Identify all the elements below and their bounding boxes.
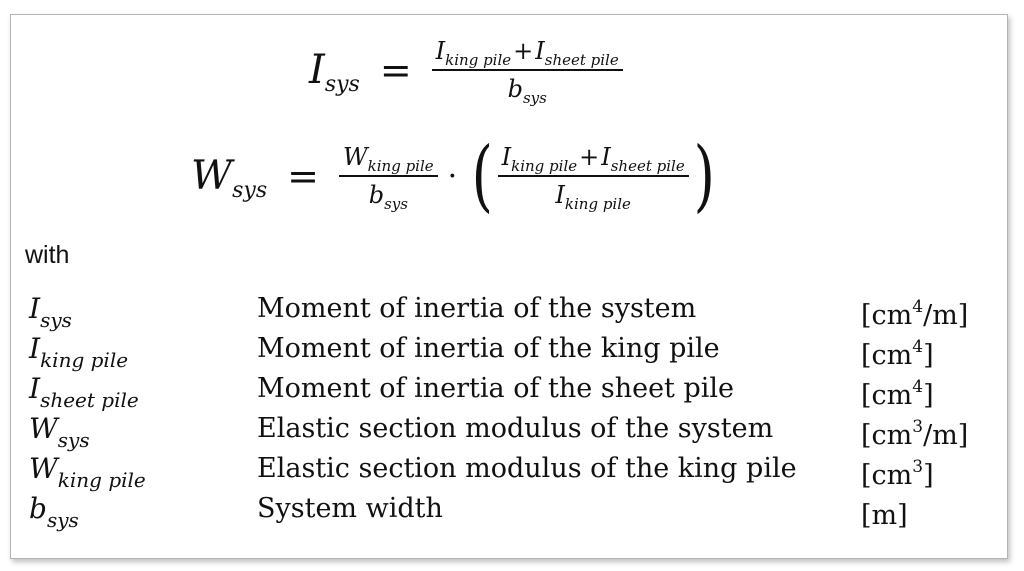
fraction: Iking pile+Isheet pile Iking pile [497,143,689,213]
symbol-letter: W [29,412,58,445]
denominator-symbol: b [368,181,385,210]
denominator-symbol: b [507,75,523,103]
definition-row: Isys Moment of inertia of the system [cm… [11,291,1007,334]
plus-sign: + [513,37,534,65]
numerator-subscript: king pile [511,157,578,176]
symbol-letter: I [29,332,41,365]
denominator: bsys [507,71,547,107]
definition-row: Wking pile Elastic section modulus of th… [11,451,1007,494]
definition-symbol: Iking pile [29,331,129,372]
with-label: with [25,241,70,269]
symbol-subscript: sheet pile [40,388,139,412]
symbol-subscript: king pile [40,348,129,372]
definition-unit: [cm4] [861,331,934,374]
unit-suffix: /m] [923,420,969,451]
symbol-letter: W [29,452,58,485]
definition-description: Moment of inertia of the king pile [257,333,720,364]
definition-unit: [cm4] [861,371,934,414]
fraction: Iking pile+Isheet pile bsys [431,37,623,107]
unit-base: [cm [861,420,913,451]
fraction-bar [431,69,623,71]
unit-base: [cm [861,340,913,371]
lhs-subscript: sys [232,177,268,203]
unit-base: [cm [861,460,913,491]
denominator: bsys [368,177,408,213]
numerator-symbol: I [435,37,446,65]
numerator-symbol: I [535,37,545,65]
unit-base: [cm [861,300,913,331]
symbol-subscript: sys [57,428,90,452]
numerator: Iking pile+Isheet pile [432,37,623,69]
definition-row: Isheet pile Moment of inertia of the she… [11,371,1007,414]
definition-unit: [cm3] [861,451,934,494]
unit-suffix: ] [923,460,934,491]
definition-symbol: Isheet pile [29,371,139,412]
symbol-subscript: king pile [57,468,146,492]
definition-symbol: Isys [29,291,72,332]
numerator: Wking pile [339,143,438,175]
right-paren: ) [693,131,715,221]
definition-unit: [m] [861,491,908,534]
symbol-subscript: sys [46,508,79,532]
denominator-subscript: sys [384,195,408,214]
equals-sign: = [287,154,319,199]
symbol-subscript: sys [40,308,72,332]
definition-row: Iking pile Moment of inertia of the king… [11,331,1007,374]
symbol-letter: b [29,492,47,525]
unit-suffix: ] [923,340,934,371]
unit-exponent: 4 [912,377,924,397]
left-paren: ( [471,131,494,221]
definition-unit: [cm3/m] [861,411,968,454]
equals-sign: = [379,48,412,92]
symbol-letter: I [29,292,41,325]
plus-sign: + [579,143,600,172]
definition-row: bsys System width [m] [11,491,1007,534]
numerator-symbol: I [601,143,611,172]
numerator-subscript: sheet pile [610,157,685,176]
denominator: Iking pile [555,177,630,213]
lhs-symbol: I [309,47,325,93]
definition-row: Wsys Elastic section modulus of the syst… [11,411,1007,454]
fraction: Wking pile bsys [338,143,438,213]
lhs-symbol: W [191,153,233,200]
numerator-symbol: I [501,143,512,172]
unit-base: [cm [861,380,913,411]
definition-unit: [cm4/m] [861,291,968,334]
unit-suffix: /m] [923,300,969,331]
numerator: Iking pile+Isheet pile [498,143,689,175]
definition-symbol: Wsys [29,411,90,452]
symbol-letter: I [29,372,41,405]
numerator-symbol: W [342,143,368,172]
definition-description: Moment of inertia of the sheet pile [257,373,735,404]
unit-exponent: 4 [912,337,924,357]
fraction-bar [497,175,689,178]
unit-exponent: 3 [912,457,924,477]
fraction-bar [338,175,438,178]
unit-exponent: 3 [912,417,924,437]
unit-base: [m] [861,500,908,531]
numerator-subscript: king pile [445,51,512,69]
denominator-subscript: sys [522,89,547,107]
definition-description: Elastic section modulus of the system [257,413,774,444]
definition-description: Elastic section modulus of the king pile [257,453,797,484]
denominator-subscript: king pile [564,195,631,214]
definition-description: Moment of inertia of the system [257,293,697,324]
definition-symbol: bsys [29,491,79,532]
multiply-dot: · [447,158,458,194]
denominator-symbol: I [555,181,565,210]
unit-suffix: ] [923,380,934,411]
unit-exponent: 4 [912,297,924,317]
definition-description: System width [257,493,443,524]
numerator-subscript: king pile [367,157,434,176]
lhs-subscript: sys [324,71,360,97]
definition-symbol: Wking pile [29,451,146,492]
numerator-subscript: sheet pile [544,51,619,69]
